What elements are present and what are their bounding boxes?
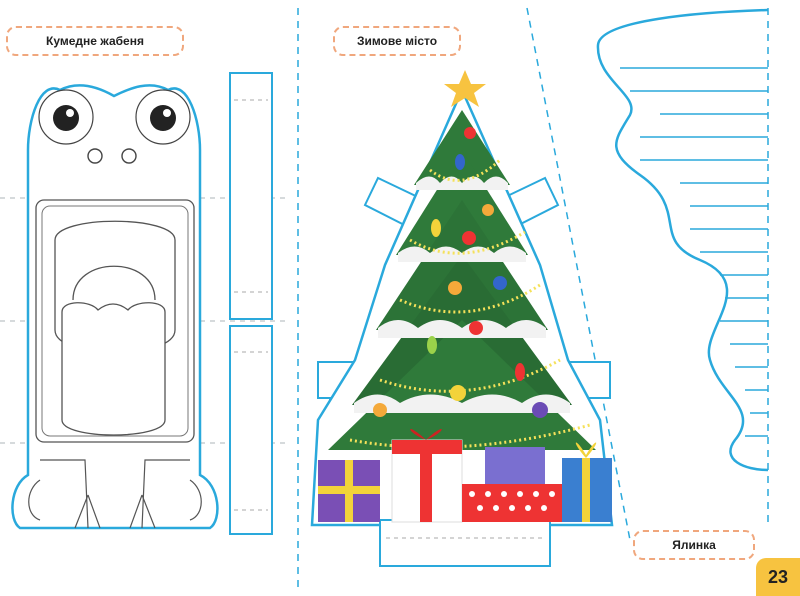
frog-strip-top[interactable]: [229, 72, 273, 320]
label-winter-city: Зимове місто: [333, 26, 461, 56]
frog-cutout[interactable]: [11, 84, 219, 530]
tree-star-icon: [444, 70, 486, 107]
frog-strip-bottom[interactable]: [229, 325, 273, 535]
frog-eye-left: [53, 105, 79, 131]
tree-garlands: [349, 158, 591, 449]
label-frog: Кумедне жабеня: [6, 26, 184, 56]
page-number-badge: 23: [756, 558, 800, 596]
frog-eye-right: [150, 105, 176, 131]
label-tree: Ялинка: [633, 530, 755, 560]
tree-ornaments: [373, 127, 548, 418]
tree-wavy-strip[interactable]: [596, 8, 769, 472]
tree-cutout[interactable]: [310, 70, 614, 567]
tree-stand: [379, 519, 551, 567]
gift-boxes: [318, 429, 612, 523]
